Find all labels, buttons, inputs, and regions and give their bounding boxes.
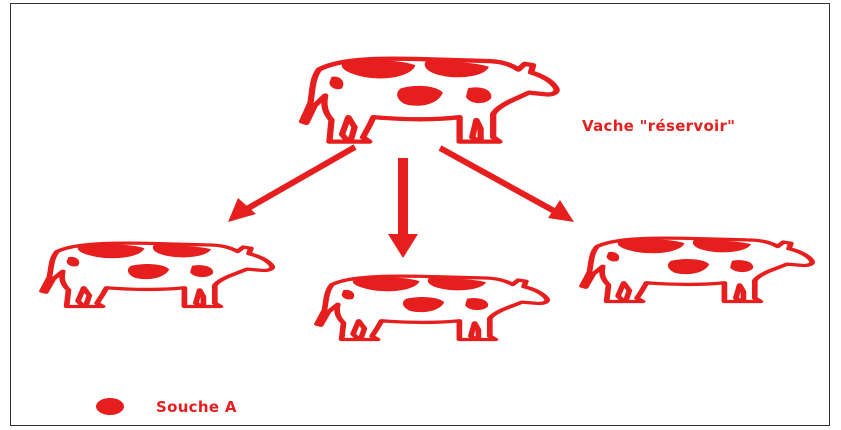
reservoir-cow-icon: [302, 59, 557, 142]
middle-cow-icon: [317, 276, 547, 339]
reservoir-cow-label: Vache "réservoir": [582, 117, 735, 135]
left-cow-icon: [42, 243, 272, 306]
legend-label: Souche A: [156, 398, 237, 416]
arrow-left-icon: [228, 147, 355, 222]
right-cow-icon: [582, 238, 812, 301]
arrow-down-icon: [388, 158, 418, 258]
arrow-right-icon: [440, 148, 574, 222]
legend-red-dot-icon: [96, 398, 124, 415]
